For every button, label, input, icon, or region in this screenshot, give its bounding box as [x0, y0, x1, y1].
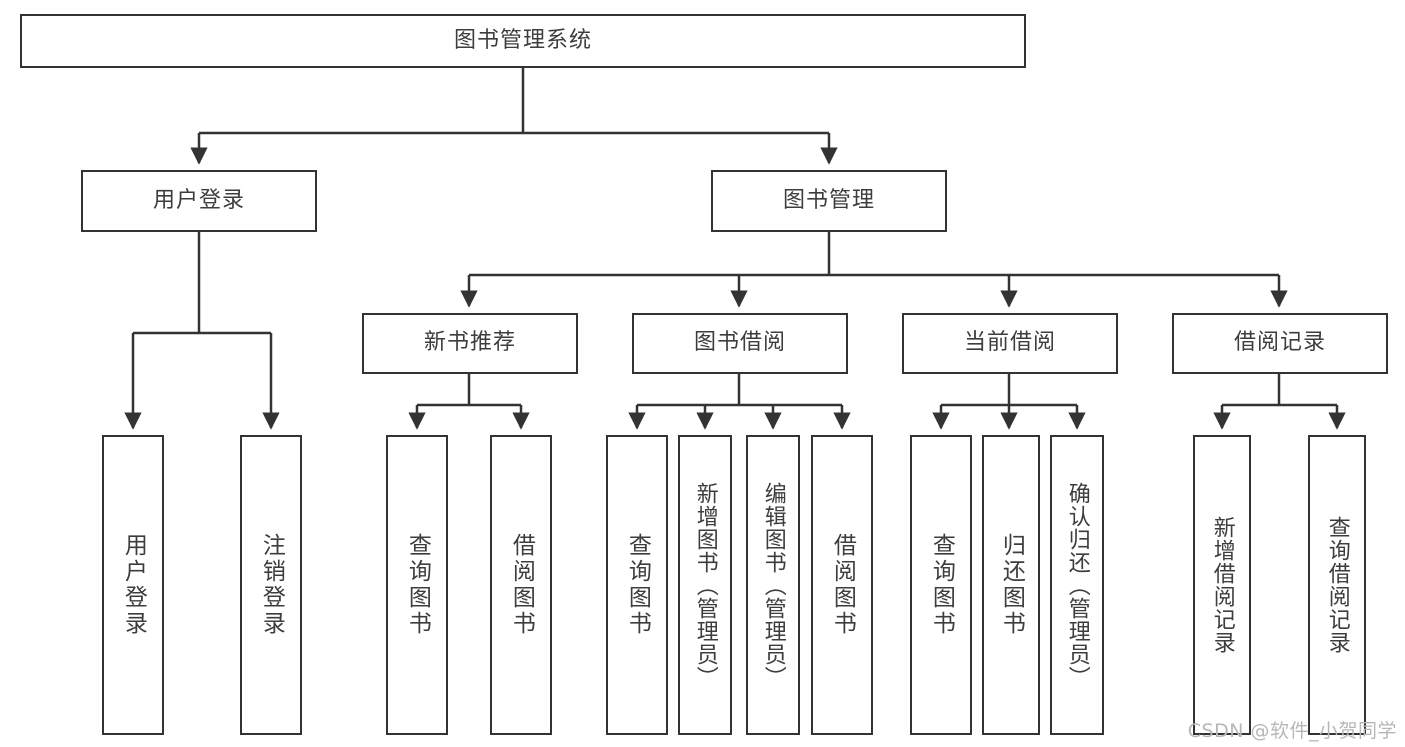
node-label: 新书推荐 — [423, 330, 516, 356]
leaf-edit-book-admin[interactable]: 编辑图书（管理员） — [746, 435, 800, 735]
node-user-login[interactable]: 用户登录 — [81, 170, 317, 232]
node-label: 借阅记录 — [1233, 330, 1326, 356]
leaf-query-book-current[interactable]: 查询图书 — [910, 435, 972, 735]
leaf-confirm-return-admin[interactable]: 确认归还（管理员） — [1050, 435, 1104, 735]
leaf-add-book-admin[interactable]: 新增图书（管理员） — [678, 435, 732, 735]
leaf-borrow-book-new[interactable]: 借阅图书 — [490, 435, 552, 735]
node-label: 查询图书 — [624, 533, 651, 637]
node-label: 借阅图书 — [829, 533, 856, 637]
node-label: 归还图书 — [998, 533, 1025, 637]
node-label: 查询图书 — [404, 533, 431, 637]
leaf-user-login[interactable]: 用户登录 — [102, 435, 164, 735]
node-label: 注销登录 — [258, 533, 285, 637]
leaf-query-book-new[interactable]: 查询图书 — [386, 435, 448, 735]
node-label: 新增借阅记录 — [1209, 516, 1235, 654]
node-book-borrow[interactable]: 图书借阅 — [632, 313, 848, 374]
node-label: 查询图书 — [928, 533, 955, 637]
node-label: 借阅图书 — [508, 533, 535, 637]
csdn-watermark: CSDN @软件_小贺同学 — [1187, 720, 1397, 742]
node-label: 用户登录 — [152, 187, 245, 213]
node-label: 编辑图书（管理员） — [760, 481, 786, 689]
node-label: 查询借阅记录 — [1324, 516, 1350, 654]
node-borrow-record[interactable]: 借阅记录 — [1172, 313, 1388, 374]
node-label: 图书借阅 — [693, 330, 786, 356]
node-label: 图书管理系统 — [453, 27, 592, 53]
node-book-management[interactable]: 图书管理 — [711, 170, 947, 232]
leaf-query-borrow-record[interactable]: 查询借阅记录 — [1308, 435, 1366, 735]
node-root-book-management-system[interactable]: 图书管理系统 — [20, 14, 1026, 68]
leaf-logout-login[interactable]: 注销登录 — [240, 435, 302, 735]
node-label: 确认归还（管理员） — [1064, 481, 1090, 689]
node-new-book-recommend[interactable]: 新书推荐 — [362, 313, 578, 374]
leaf-query-book-borrow[interactable]: 查询图书 — [606, 435, 668, 735]
node-label: 用户登录 — [120, 533, 147, 637]
leaf-borrow-book[interactable]: 借阅图书 — [811, 435, 873, 735]
node-label: 当前借阅 — [963, 330, 1056, 356]
node-label: 新增图书（管理员） — [692, 481, 718, 689]
leaf-add-borrow-record[interactable]: 新增借阅记录 — [1193, 435, 1251, 735]
node-label: 图书管理 — [782, 187, 875, 213]
node-current-borrow[interactable]: 当前借阅 — [902, 313, 1118, 374]
leaf-return-book[interactable]: 归还图书 — [982, 435, 1040, 735]
